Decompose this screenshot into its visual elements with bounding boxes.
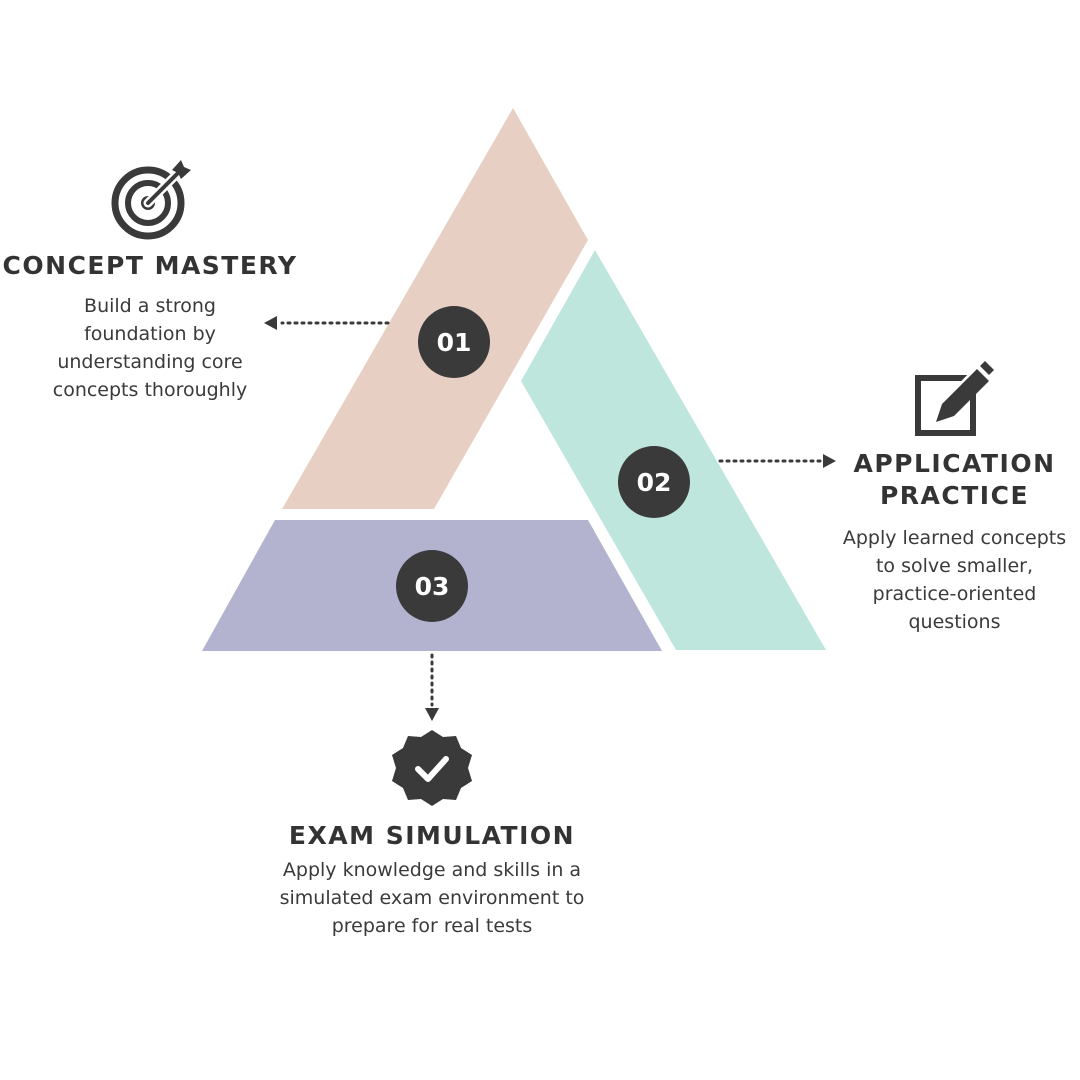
badge-01: 01 xyxy=(418,306,490,378)
exam-simulation-description: Apply knowledge and skills in a simulate… xyxy=(279,859,585,937)
badge-03-number: 03 xyxy=(415,572,450,601)
connector-exam xyxy=(425,653,439,721)
application-practice-title-line2: PRACTICE xyxy=(879,481,1030,510)
badge-01-number: 01 xyxy=(437,328,472,357)
badge-03: 03 xyxy=(396,550,468,622)
verified-badge-icon xyxy=(392,730,472,806)
target-icon xyxy=(111,160,191,240)
segment-concept-mastery xyxy=(282,108,588,509)
application-practice-description: Apply learned concepts to solve smaller,… xyxy=(842,527,1067,633)
concept-mastery-block: CONCEPT MASTERY Build a strong foundatio… xyxy=(0,250,300,404)
badge-02: 02 xyxy=(618,446,690,518)
edit-icon xyxy=(915,361,994,436)
connector-concept xyxy=(264,316,390,330)
exam-simulation-title: EXAM SIMULATION xyxy=(288,821,576,850)
concept-mastery-title: CONCEPT MASTERY xyxy=(2,251,298,280)
application-practice-block: APPLICATION PRACTICE Apply learned conce… xyxy=(842,448,1067,636)
connector-application xyxy=(718,454,836,468)
segment-application-practice xyxy=(521,250,826,650)
badge-02-number: 02 xyxy=(637,468,672,497)
concept-mastery-description: Build a strong foundation by understandi… xyxy=(52,295,248,401)
exam-simulation-block: EXAM SIMULATION Apply knowledge and skil… xyxy=(262,820,602,940)
application-practice-title-line1: APPLICATION xyxy=(853,449,1056,478)
